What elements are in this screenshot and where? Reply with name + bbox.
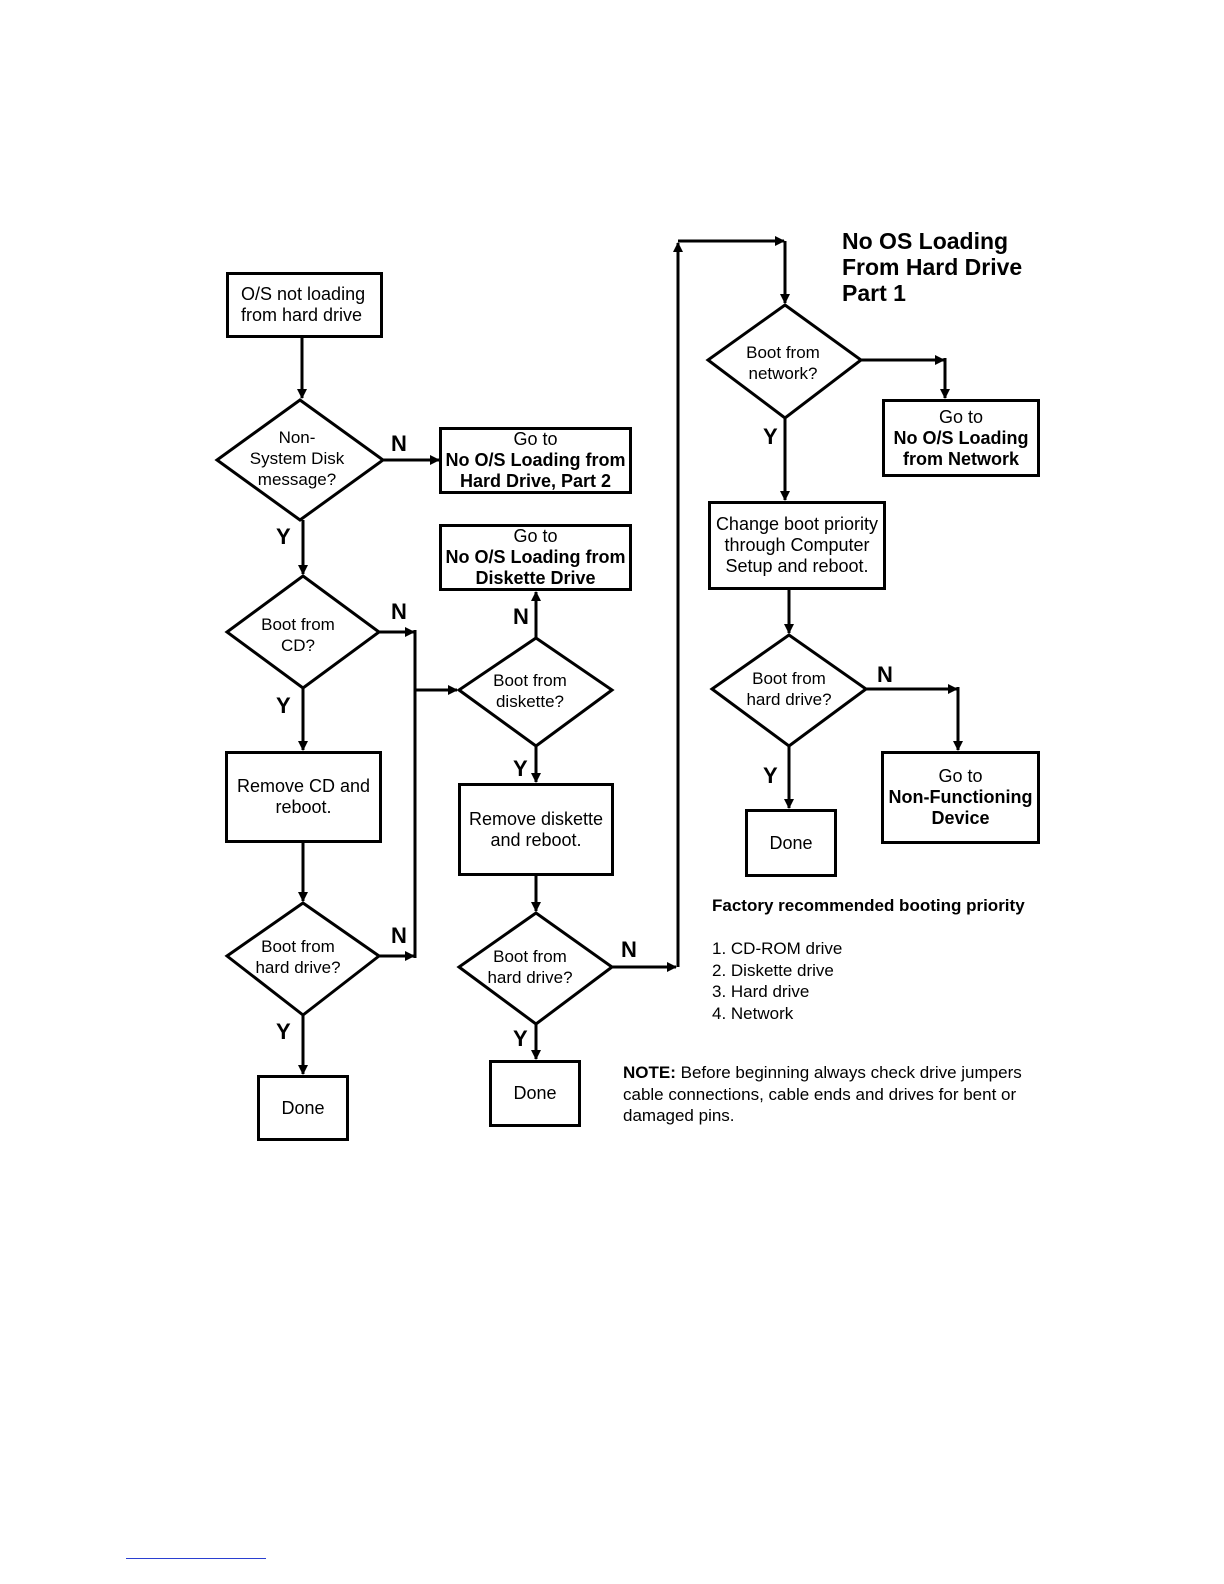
priority-list: 1. CD-ROM drive 2. Diskette drive 3. Har…: [712, 938, 842, 1024]
change-priority-line-3: Setup and reboot.: [725, 556, 869, 576]
edge-label-diskette-no: N: [513, 604, 529, 629]
done-2-text: Done: [513, 1083, 557, 1103]
diagram-title: No OS Loading From Hard Drive Part 1: [842, 228, 1022, 306]
goto-part2-line-1: Go to: [513, 429, 558, 449]
priority-item: 4. Network: [712, 1003, 794, 1023]
boot-cd-label: Boot from CD?: [238, 614, 358, 656]
hd-2-label: Boot from hard drive?: [470, 946, 590, 988]
hd-3-line-1: Boot from: [752, 669, 826, 688]
remove-diskette-line-1: Remove diskette: [468, 808, 604, 829]
hd-2-line-1: Boot from: [493, 947, 567, 966]
goto-diskette-line-2: No O/S Loading from: [445, 547, 626, 567]
title-line-3: Part 1: [842, 280, 906, 306]
hd-2-line-2: hard drive?: [487, 968, 573, 987]
boot-network-line-1: Boot from: [746, 343, 820, 362]
boot-cd-line-1: Boot from: [261, 615, 335, 634]
edge-label-hd2-yes: Y: [513, 1026, 528, 1051]
goto-diskette-line-1: Go to: [513, 526, 558, 546]
hd-1-line-1: Boot from: [261, 937, 335, 956]
change-priority-box: Change boot priority through Computer Se…: [708, 501, 886, 590]
title-line-2: From Hard Drive: [842, 254, 1023, 280]
edge-label-diskette-yes: Y: [513, 756, 528, 781]
note-text: Before beginning always check drive jump…: [623, 1063, 1022, 1125]
nonsystem-line-1: Non-: [278, 428, 316, 447]
goto-network-line-3: from Network: [902, 448, 1019, 469]
boot-cd-line-2: CD?: [280, 636, 315, 655]
goto-network-box: Go to No O/S Loading from Network: [882, 399, 1040, 477]
goto-diskette-line-3: Diskette Drive: [475, 568, 596, 588]
remove-cd-line-2: reboot.: [275, 797, 332, 817]
priority-item: 2. Diskette drive: [712, 960, 834, 980]
start-line-1: O/S not loading: [241, 284, 366, 304]
priority-item: 1. CD-ROM drive: [712, 939, 843, 958]
note-label: NOTE:: [623, 1063, 676, 1082]
priority-item: 3. Hard drive: [712, 982, 810, 1001]
remove-cd-line-1: Remove CD and: [236, 776, 371, 796]
hd-1-line-2: hard drive?: [255, 958, 341, 977]
boot-diskette-line-1: Boot from: [493, 671, 567, 690]
priority-title: Factory recommended booting priority: [712, 896, 1025, 915]
nonsystem-line-2: System Disk: [249, 449, 345, 468]
boot-network-line-2: network?: [748, 364, 818, 383]
hd-3-line-2: hard drive?: [746, 690, 832, 709]
change-priority-line-2: through Computer: [724, 535, 870, 555]
goto-nonfunc-box: Go to Non-Functioning Device: [881, 751, 1040, 844]
edge-label-nonsystem-no: N: [391, 431, 407, 456]
edge-label-hd3-yes: Y: [763, 763, 778, 788]
edge-label-hd1-no: N: [391, 923, 407, 948]
done-box-3: Done: [745, 809, 837, 877]
nonsystem-label: Non- System Disk message?: [237, 427, 357, 490]
edge-label-hd2-no: N: [621, 937, 637, 962]
hd-3-label: Boot from hard drive?: [729, 668, 849, 710]
goto-diskette-box: Go to No O/S Loading from Diskette Drive: [439, 524, 632, 591]
boot-diskette-line-2: diskette?: [495, 692, 565, 711]
boot-network-label: Boot from network?: [723, 342, 843, 384]
goto-part2-line-3: Hard Drive, Part 2: [459, 471, 612, 491]
done-box-2: Done: [489, 1060, 581, 1127]
remove-cd-box: Remove CD and reboot.: [225, 751, 382, 843]
remove-diskette-line-2: and reboot.: [490, 829, 582, 850]
change-priority-line-1: Change boot priority: [715, 514, 879, 534]
start-line-2: from hard drive: [241, 305, 363, 325]
boot-diskette-label: Boot from diskette?: [470, 670, 590, 712]
start-box: O/S not loading from hard drive: [226, 272, 383, 338]
diamond-nonsystem: [214, 398, 386, 522]
goto-part2-line-2: No O/S Loading from: [445, 450, 626, 470]
hd-1-label: Boot from hard drive?: [238, 936, 358, 978]
goto-nonfunc-line-3: Device: [931, 808, 990, 828]
title-line-1: No OS Loading: [842, 228, 1009, 254]
edge-label-network-yes: Y: [763, 424, 778, 449]
edge-label-nonsystem-yes: Y: [276, 524, 291, 549]
note: NOTE: Before beginning always check driv…: [623, 1062, 1053, 1127]
goto-nonfunc-line-2: Non-Functioning: [888, 787, 1033, 807]
edge-label-hd3-no: N: [877, 662, 893, 687]
nonsystem-line-3: message?: [257, 470, 337, 489]
goto-part2-box: Go to No O/S Loading from Hard Drive, Pa…: [439, 427, 632, 494]
edge-label-hd1-yes: Y: [276, 1019, 291, 1044]
done-3-text: Done: [769, 832, 813, 853]
done-1-text: Done: [281, 1097, 325, 1118]
goto-nonfunc-line-1: Go to: [938, 766, 983, 786]
footnote-divider: [126, 1558, 266, 1559]
edge-label-cd-no: N: [391, 599, 407, 624]
goto-network-line-2: No O/S Loading: [893, 427, 1029, 448]
edge-label-cd-yes: Y: [276, 693, 291, 718]
remove-diskette-box: Remove diskette and reboot.: [458, 783, 614, 876]
done-box-1: Done: [257, 1075, 349, 1141]
goto-network-line-1: Go to: [938, 406, 984, 427]
